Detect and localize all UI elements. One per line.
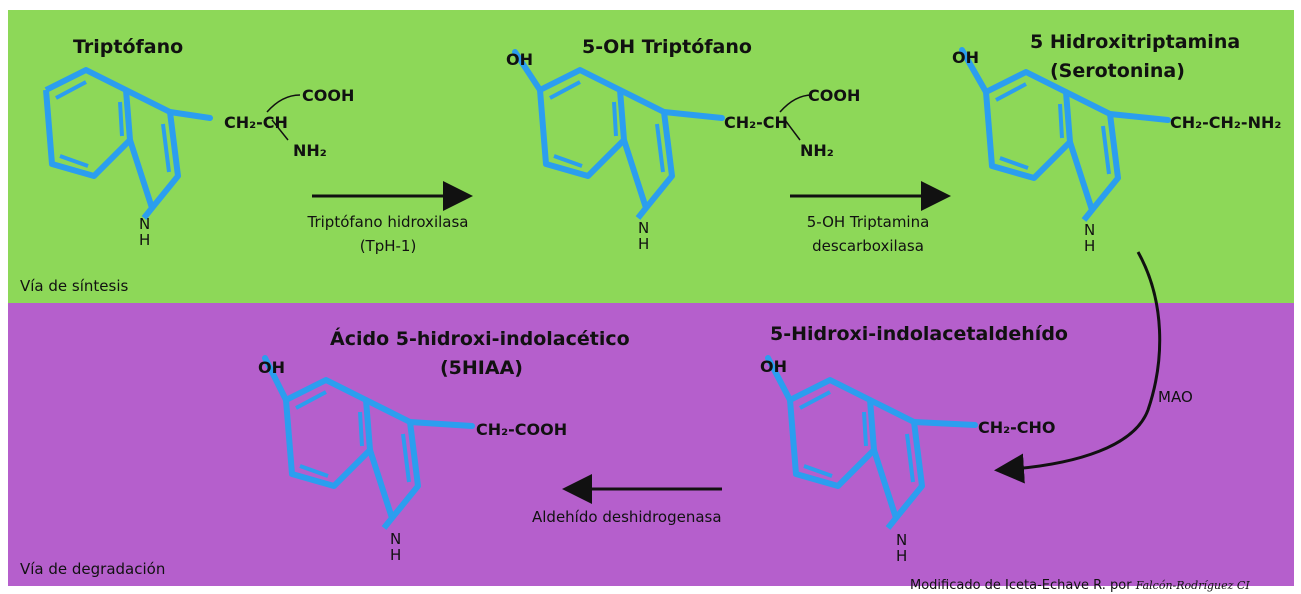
- tryptophan-name: Triptófano: [73, 36, 184, 58]
- serotonin-db3: [999, 156, 1029, 170]
- credit-text: Modificado de Iceta-Echave R. por: [910, 578, 1132, 593]
- tryptophan-n: N: [139, 215, 151, 233]
- oh-tryptophan-nh-bond: [635, 206, 649, 220]
- oh-tryptophan-oh-bond: [512, 49, 543, 93]
- tryptophan-nh2: NH₂: [293, 141, 327, 160]
- tryptophan-benzene: [43, 67, 133, 179]
- hiaa-name-line2: (5HIAA): [440, 357, 523, 379]
- serotonin-db4: [1101, 125, 1111, 175]
- acetaldehyde-oh: OH: [760, 357, 787, 376]
- serotonin-h: H: [1084, 237, 1096, 255]
- oh-tryptophan-db1: [549, 80, 581, 100]
- acetaldehyde-oh-bond: [765, 355, 793, 403]
- hiaa-sidechain-bond: [407, 419, 475, 429]
- enzyme-ddc-line1: 5-OH Triptamina: [806, 213, 930, 231]
- hiaa-db4: [401, 433, 411, 483]
- oh-tryptophan-nh-bond: [784, 119, 801, 141]
- oh-tryptophan-sidechain-bond: [661, 109, 725, 121]
- serotonin-oh-bond: [959, 47, 989, 95]
- acetaldehyde-chain: CH₂-CHO: [978, 418, 1056, 437]
- acetaldehyde-db3: [803, 464, 833, 478]
- serotonin-oh: OH: [952, 48, 979, 67]
- tryptophan-nh-bond: [141, 206, 155, 220]
- oh-tryptophan-h: H: [638, 235, 650, 253]
- tryptophan-cooh: COOH: [302, 86, 355, 105]
- oh-tryptophan-n: N: [638, 219, 650, 237]
- serotonin-sidechain-bond: [1107, 111, 1171, 123]
- enzyme-aldh: Aldehído deshidrogenasa: [532, 508, 722, 526]
- acetaldehyde-name: 5-Hidroxi-indolacetaldehído: [770, 323, 1068, 345]
- credit: Modificado de Iceta-Echave R. por Falcón…: [910, 578, 1250, 593]
- tryptophan-db3: [59, 154, 89, 168]
- acetaldehyde-pyrrole: [868, 397, 925, 521]
- acetaldehyde-h: H: [896, 547, 908, 565]
- enzyme-ddc-line2: descarboxilasa: [812, 237, 924, 255]
- tryptophan-indole-ring: [43, 67, 213, 220]
- serotonin-pyrrole: [1064, 89, 1121, 213]
- hiaa-db2: [358, 411, 364, 447]
- oh-tryptophan-chain: CH₂-CH: [724, 113, 788, 132]
- tryptophan-nh-bond: [271, 119, 289, 141]
- acetaldehyde-indole-ring: [765, 355, 978, 530]
- acetaldehyde-db1: [799, 390, 831, 410]
- hiaa-n: N: [390, 530, 402, 548]
- oh-tryptophan-db2: [612, 101, 618, 137]
- oh-tryptophan-chain-bond: [779, 94, 813, 113]
- synthesis-label: Vía de síntesis: [20, 277, 129, 295]
- serotonin-chain: CH₂-CH₂-NH₂: [1170, 113, 1282, 132]
- tryptophan-sidechain-bond: [167, 109, 213, 121]
- acetaldehyde-db4: [905, 433, 915, 483]
- tryptophan-db1: [55, 80, 87, 100]
- oh-tryptophan-oh: OH: [506, 50, 533, 69]
- acetaldehyde-n: N: [896, 531, 908, 549]
- serotonin-nh-bond: [1081, 208, 1095, 222]
- hiaa-nh-bond: [381, 516, 395, 530]
- enzyme-tph-line2: (TpH-1): [359, 237, 417, 255]
- enzyme-mao: MAO: [1158, 388, 1193, 406]
- oh-tryptophan-cooh: COOH: [808, 86, 861, 105]
- hiaa-h: H: [390, 546, 402, 564]
- synthesis-band: [8, 10, 1294, 303]
- arrow-mao: [994, 251, 1162, 484]
- hiaa-name-line1: Ácido 5-hidroxi-indolacético: [330, 328, 630, 350]
- serotonin-n: N: [1084, 221, 1096, 239]
- acetaldehyde-nh-bond: [885, 516, 899, 530]
- oh-tryptophan-indole-ring: [512, 49, 725, 220]
- tryptophan-h: H: [139, 231, 151, 249]
- oh-tryptophan-db4: [655, 123, 665, 173]
- serotonin-indole-ring: [959, 47, 1171, 222]
- acetaldehyde-sidechain-bond: [911, 419, 978, 428]
- tryptophan-pyrrole: [124, 87, 181, 211]
- tryptophan-db2: [118, 101, 124, 137]
- enzyme-ddc: 5-OH Triptamina descarboxilasa: [768, 210, 968, 258]
- acetaldehyde-db2: [862, 411, 868, 447]
- serotonin-db1: [995, 82, 1027, 102]
- enzyme-tph-line1: Triptófano hidroxilasa: [307, 213, 469, 231]
- hiaa-oh-bond: [262, 355, 289, 403]
- hiaa-db1: [295, 390, 327, 410]
- hiaa-oh: OH: [258, 358, 285, 377]
- credit-signature: Falcón-Rodríguez CI: [1135, 579, 1250, 592]
- tryptophan-chain-bond: [266, 94, 301, 113]
- hiaa-pyrrole: [364, 397, 421, 521]
- degradation-label: Vía de degradación: [20, 560, 166, 578]
- tryptophan-chain: CH₂-CH: [224, 113, 288, 132]
- serotonin-db2: [1058, 103, 1064, 139]
- oh-tryptophan-nh2: NH₂: [800, 141, 834, 160]
- enzyme-tph: Triptófano hidroxilasa (TpH-1): [284, 210, 492, 258]
- oh-tryptophan-name: 5-OH Triptófano: [582, 36, 752, 58]
- hiaa-indole-ring: [262, 355, 475, 530]
- hiaa-chain: CH₂-COOH: [476, 420, 568, 439]
- tryptophan-db4: [161, 123, 171, 173]
- serotonin-name-line1: 5 Hidroxitriptamina: [1030, 31, 1241, 53]
- oh-tryptophan-db3: [553, 154, 583, 168]
- oh-tryptophan-pyrrole: [618, 87, 675, 211]
- serotonin-name-line2: (Serotonina): [1050, 60, 1185, 82]
- degradation-band: [8, 303, 1294, 586]
- hiaa-db3: [299, 464, 329, 478]
